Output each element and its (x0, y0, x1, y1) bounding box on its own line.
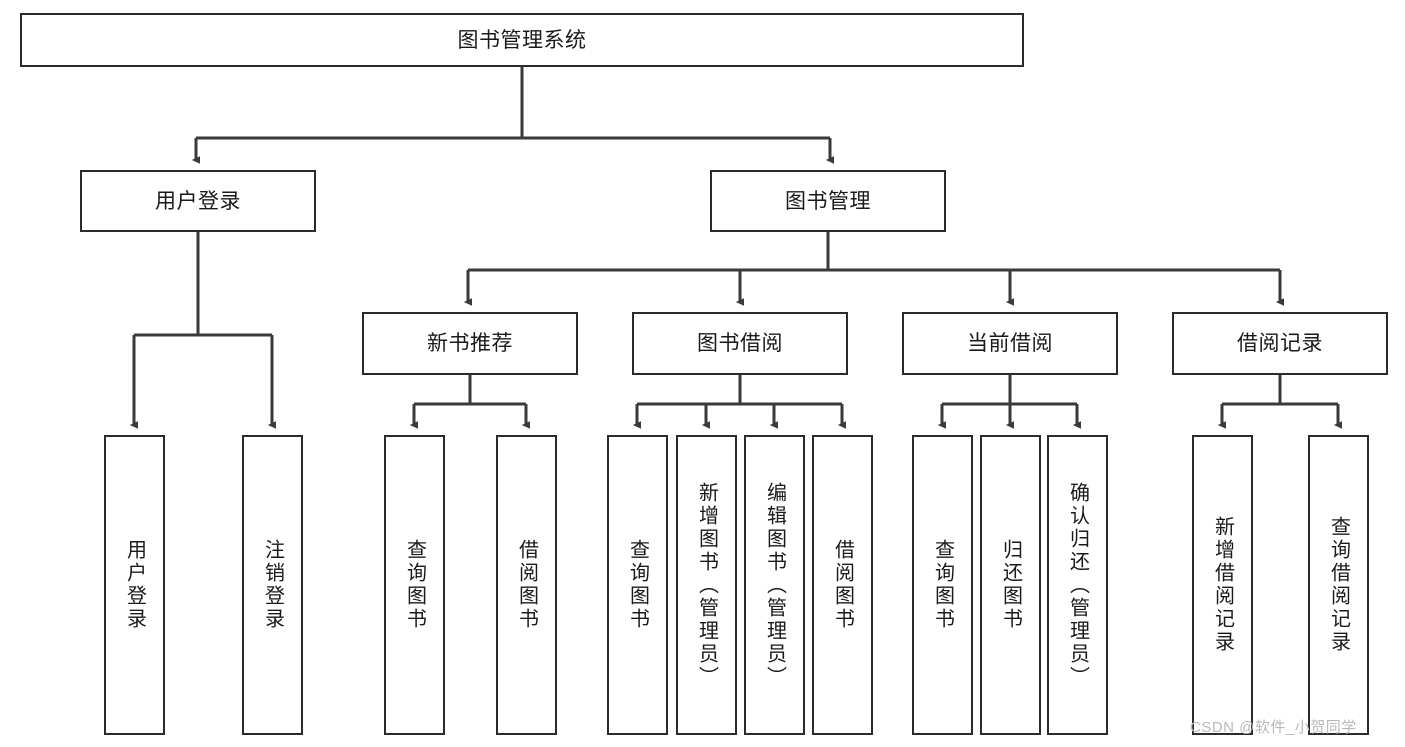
leaf-query-book-current[interactable]: 查询图书 (912, 435, 973, 735)
node-current-borrow[interactable]: 当前借阅 (902, 312, 1118, 375)
connector-user-login-to-leaves (129, 232, 277, 429)
node-label: 借阅图书 (831, 539, 854, 631)
csdn-watermark: CSDN @软件_小贺同学 (1190, 719, 1357, 736)
connector-borrow-record-to-leaves (1217, 375, 1343, 429)
node-user-login[interactable]: 用户登录 (80, 170, 316, 232)
connector-new-book-to-leaves (409, 375, 531, 429)
node-label: 新增借阅记录 (1211, 516, 1234, 654)
leaf-return-book[interactable]: 归还图书 (980, 435, 1041, 735)
leaf-user-login[interactable]: 用户登录 (104, 435, 165, 735)
connector-root-to-level2 (191, 67, 835, 164)
leaf-add-borrow-record[interactable]: 新增借阅记录 (1192, 435, 1253, 735)
connector-current-borrow-to-leaves (937, 375, 1082, 429)
leaf-confirm-return-admin[interactable]: 确认归还（管理员） (1047, 435, 1108, 735)
leaf-query-book-recommend[interactable]: 查询图书 (384, 435, 445, 735)
node-root-system[interactable]: 图书管理系统 (20, 13, 1024, 67)
node-label: 新增图书（管理员） (695, 481, 718, 689)
node-label: 确认归还（管理员） (1066, 481, 1089, 689)
node-label: 编辑图书（管理员） (763, 481, 786, 689)
node-label: 图书借阅 (697, 332, 783, 355)
node-book-borrow[interactable]: 图书借阅 (632, 312, 848, 375)
connector-book-management-to-level3 (463, 232, 1285, 306)
node-label: 借阅图书 (515, 539, 538, 631)
node-label: 新书推荐 (427, 332, 513, 355)
node-label: 查询图书 (403, 539, 426, 631)
leaf-query-book-borrow[interactable]: 查询图书 (607, 435, 668, 735)
connector-book-borrow-to-leaves (632, 375, 847, 429)
leaf-query-borrow-record[interactable]: 查询借阅记录 (1308, 435, 1369, 735)
node-label: 图书管理系统 (457, 28, 587, 52)
node-label: 查询图书 (931, 539, 954, 631)
node-borrow-record[interactable]: 借阅记录 (1172, 312, 1388, 375)
node-label: 图书管理 (785, 189, 871, 213)
node-label: 查询借阅记录 (1327, 516, 1350, 654)
leaf-borrow-book-recommend[interactable]: 借阅图书 (496, 435, 557, 735)
node-book-management[interactable]: 图书管理 (710, 170, 946, 232)
node-label: 用户登录 (155, 189, 241, 213)
node-label: 归还图书 (999, 539, 1022, 631)
node-label: 当前借阅 (967, 332, 1053, 355)
node-label: 注销登录 (261, 539, 284, 631)
leaf-add-book-admin[interactable]: 新增图书（管理员） (676, 435, 737, 735)
leaf-logout[interactable]: 注销登录 (242, 435, 303, 735)
node-label: 用户登录 (123, 539, 146, 631)
leaf-borrow-book[interactable]: 借阅图书 (812, 435, 873, 735)
node-new-book-recommend[interactable]: 新书推荐 (362, 312, 578, 375)
node-label: 查询图书 (626, 539, 649, 631)
leaf-edit-book-admin[interactable]: 编辑图书（管理员） (744, 435, 805, 735)
node-label: 借阅记录 (1237, 332, 1323, 355)
